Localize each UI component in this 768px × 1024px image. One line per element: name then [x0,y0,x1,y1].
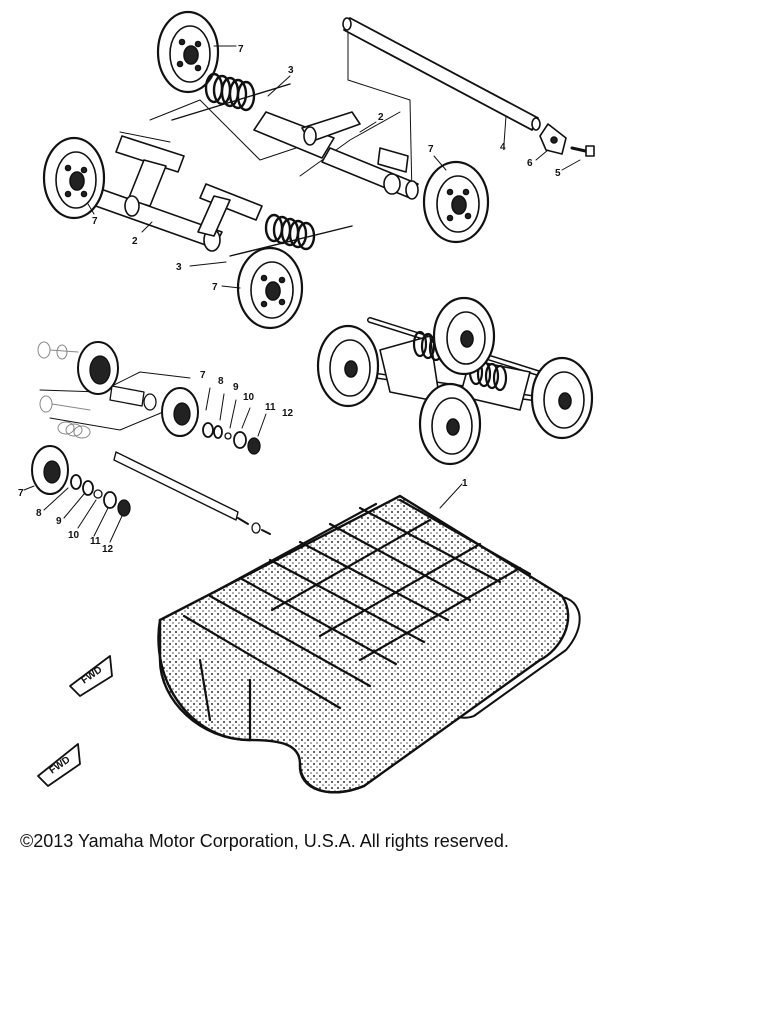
wheel-7-bottom [236,246,304,330]
callout-7-lower-left: 7 [18,488,24,499]
wheel-7-lower-left [31,445,69,495]
callout-3-upper: 3 [288,65,294,76]
callout-7-middle: 7 [200,370,206,381]
assembled-wheel-front [418,382,482,466]
spring-3-top [171,72,291,121]
callout-2-upper: 2 [378,112,384,123]
spring-3-lower [229,213,353,257]
callout-1: 1 [462,478,468,489]
callout-10-lower: 10 [68,530,80,541]
callout-8-upper: 8 [218,376,224,387]
shaft-4 [342,17,541,131]
swing-arm-2-upper [253,111,419,200]
callout-7-top-left: 7 [238,44,244,55]
parts-diagram: 1 2 2 3 3 4 5 6 7 7 7 7 7 7 8 8 9 9 10 1… [18,10,595,794]
callout-11-upper: 11 [265,402,276,413]
bolt-5 [570,145,595,157]
assembled-wheel-right [530,356,594,440]
lower-exploded-hardware [23,341,271,543]
callout-7-left: 7 [92,216,98,227]
callout-10-upper: 10 [243,392,255,403]
fwd-arrow-bottom [37,743,81,787]
swing-arm-2-lower [89,135,263,252]
wheel-7-top-right [422,160,490,244]
bracket-6 [539,123,567,155]
callout-8-lower: 8 [36,508,42,519]
callout-9-upper: 9 [233,382,239,393]
callout-12-lower: 12 [102,544,114,555]
callout-5: 5 [555,168,561,179]
copyright-notice: ©2013 Yamaha Motor Corporation, U.S.A. A… [20,831,509,851]
wheel-upper-small [77,341,119,395]
wheel-7-top-left [156,10,220,94]
callout-7-top-right: 7 [428,144,434,155]
assembled-wheel-back [432,296,496,376]
callout-4: 4 [500,142,506,153]
wheel-7-left [42,136,106,220]
track-1 [157,494,581,794]
callout-3-lower: 3 [176,262,182,273]
upper-exploded-suspension [42,10,595,330]
callout-7-bottom: 7 [212,282,218,293]
callout-11-lower: 11 [90,536,101,547]
callout-9-lower: 9 [56,516,62,527]
wheel-7-middle [161,387,199,437]
assembled-suspension [316,296,594,466]
callout-2-lower: 2 [132,236,138,247]
assembled-wheel-left [316,324,380,408]
fwd-arrow-top [69,655,113,697]
callout-6: 6 [527,158,533,169]
callout-12-upper: 12 [282,408,294,419]
